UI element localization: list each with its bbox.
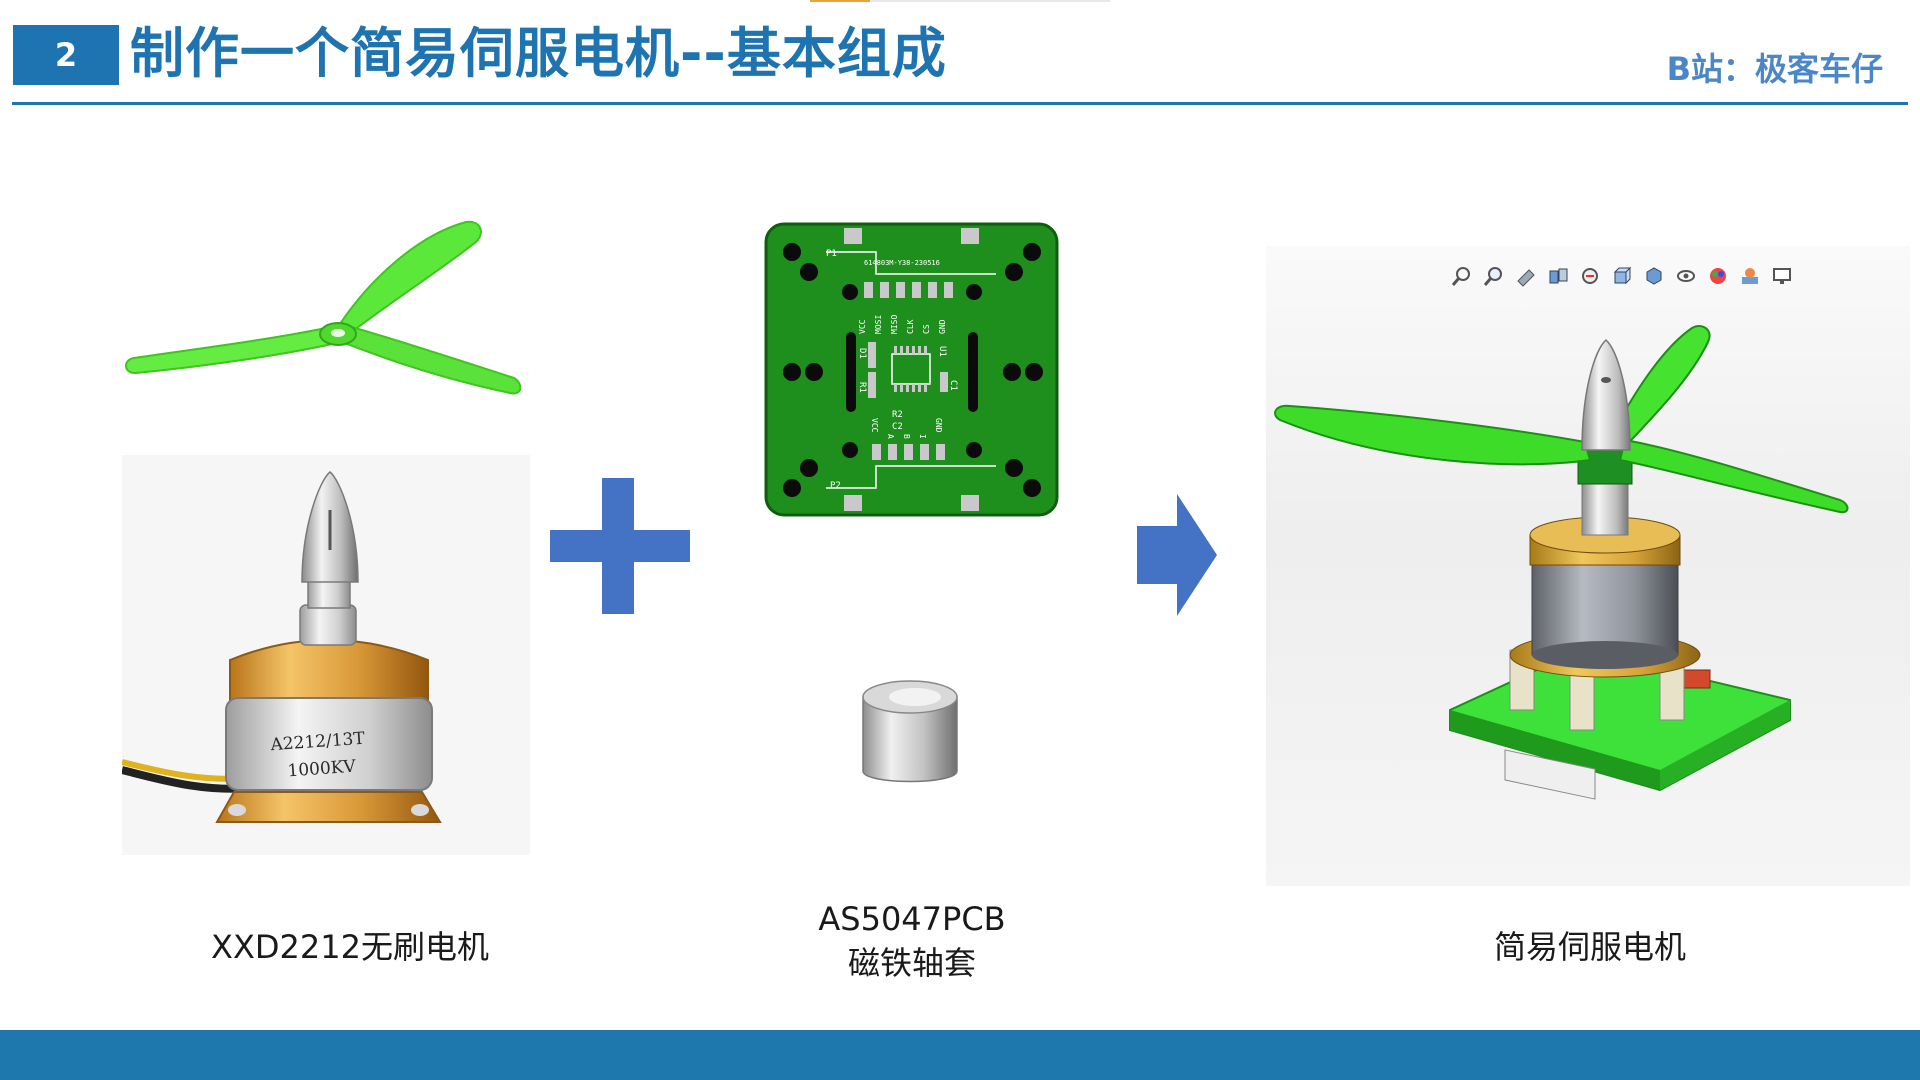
motor-mount-hole-left	[228, 804, 246, 816]
pcb-pad-d1	[868, 342, 876, 368]
top-accent-orange	[810, 0, 870, 2]
propeller-blade-up	[334, 220, 482, 340]
pcb-silk-d1: D1	[857, 348, 867, 359]
pcb-pin-label: CS	[922, 324, 931, 334]
motor-mount-hole-right	[411, 804, 429, 816]
render-spinner-hole	[1601, 377, 1611, 383]
brushless-motor-image: A2212/13T 1000KV	[122, 471, 442, 823]
pcb-caption-line1: AS5047PCB	[818, 900, 1006, 938]
pcb-silk-r1: R1	[857, 382, 867, 393]
view-orientation-icon[interactable]	[1610, 264, 1634, 288]
assembled-servo-render	[1274, 324, 1849, 800]
pcb-pin-label: GND	[938, 319, 947, 334]
cad-view-toolbar	[1450, 262, 1794, 290]
hide-show-icon[interactable]	[1674, 264, 1698, 288]
render-shaft-collar	[1581, 479, 1629, 536]
zoom-to-fit-icon[interactable]	[1450, 264, 1474, 288]
motor-can	[225, 697, 433, 791]
pcb-pad-p1b	[961, 228, 979, 244]
footer-bar	[0, 1030, 1920, 1080]
plus-icon	[550, 478, 690, 614]
pcb-silk-c2: C2	[892, 422, 903, 432]
render-motor-can-bottom	[1532, 641, 1678, 669]
pcb-pin-label: B	[902, 434, 911, 439]
pcb-silk-p2: P2	[830, 481, 841, 491]
apply-scene-icon[interactable]	[1738, 264, 1762, 288]
pcb-pin-label: VCC	[858, 319, 867, 334]
motor-shaft-nut	[307, 579, 351, 609]
pcb-caption: AS5047PCB 磁铁轴套	[712, 897, 1112, 985]
right-arrow-icon	[1137, 494, 1217, 616]
pcb-silk-bottom-pins: VCC A B I GND	[870, 418, 943, 439]
magnet-sleeve-image	[862, 680, 958, 783]
brand-label: B站：极客车仔	[1666, 50, 1883, 88]
motor-shaft-collar	[299, 604, 357, 646]
propeller-blade-left	[125, 326, 334, 375]
pcb-pad-r1	[868, 372, 876, 398]
render-motor-can	[1531, 559, 1679, 656]
propeller-image	[125, 220, 522, 395]
pcb-pin-label: MISO	[890, 315, 899, 334]
pcb-silk-bottom	[826, 465, 996, 489]
pcb-board	[764, 222, 1059, 517]
pcb-slot-left	[846, 332, 856, 412]
pcb-silk-u1: U1	[937, 346, 947, 357]
motor-base-mount	[215, 791, 442, 823]
magnet-face	[889, 688, 941, 706]
pcb-pin-label: CLK	[906, 319, 915, 334]
pcb-top-pads	[864, 282, 953, 298]
motor-label-kv: 1000KV	[287, 757, 357, 782]
pcb-pad-p2b	[961, 495, 979, 511]
render-connector	[1504, 749, 1596, 800]
top-accent-line	[810, 0, 1110, 2]
pcb-pin-label: VCC	[870, 418, 879, 433]
render-prop-blade-left	[1274, 404, 1592, 466]
render-spinner-cone	[1581, 338, 1631, 451]
page-title: 制作一个简易伺服电机--基本组成	[130, 22, 947, 85]
dynamic-annotation-icon[interactable]	[1578, 264, 1602, 288]
result-caption: 简易伺服电机	[1493, 928, 1686, 966]
previous-view-icon[interactable]	[1514, 264, 1538, 288]
pcb-silk-c1: C1	[948, 380, 958, 391]
render-pcb-edge-right	[1660, 700, 1790, 790]
magnet-body	[862, 696, 958, 783]
render-pcb-edge	[1450, 710, 1660, 790]
propeller-hub-hole	[331, 329, 345, 337]
zoom-area-icon[interactable]	[1482, 264, 1506, 288]
pcb-silk-top	[826, 251, 996, 275]
section-view-icon[interactable]	[1546, 264, 1570, 288]
edit-appearance-icon[interactable]	[1706, 264, 1730, 288]
render-prop-blade-right	[1618, 438, 1849, 514]
pcb-slot-right	[968, 332, 978, 412]
display-style-icon[interactable]	[1642, 264, 1666, 288]
propeller-blade-right	[340, 324, 522, 395]
view-settings-icon[interactable]	[1770, 264, 1794, 288]
header-divider	[12, 102, 1908, 105]
pcb-pad-c1	[940, 372, 948, 392]
pcb-ic-u1	[891, 353, 931, 385]
pcb-caption-line2: 磁铁轴套	[847, 944, 976, 982]
motor-caption: XXD2212无刷电机	[211, 928, 489, 966]
render-standoff-mid	[1569, 669, 1595, 731]
pcb-pad-p2	[844, 495, 862, 511]
pcb-ic-pins	[894, 346, 927, 392]
pcb-pin-label: MOSI	[874, 315, 883, 334]
pcb-pin-label: I	[918, 434, 927, 439]
pcb-bottom-pads	[872, 444, 945, 460]
as5047-pcb-image: P1 P2 614803M-Y38-230516 U1 C1 R2 C2 R1 …	[764, 222, 1059, 517]
pcb-silk-p1: P1	[826, 249, 837, 259]
pcb-pad-p1	[844, 228, 862, 244]
render-prop-blade-up	[1608, 324, 1711, 454]
section-number-badge: 2	[13, 25, 119, 85]
pcb-silk-r2: R2	[892, 410, 903, 420]
pcb-silk-code: 614803M-Y38-230516	[864, 259, 940, 267]
pcb-pin-label: A	[886, 434, 895, 439]
pcb-silk-top-pins: VCC MOSI MISO CLK CS GND	[858, 315, 947, 334]
pcb-pin-label: GND	[934, 418, 943, 433]
pcb-holes	[783, 243, 1043, 497]
